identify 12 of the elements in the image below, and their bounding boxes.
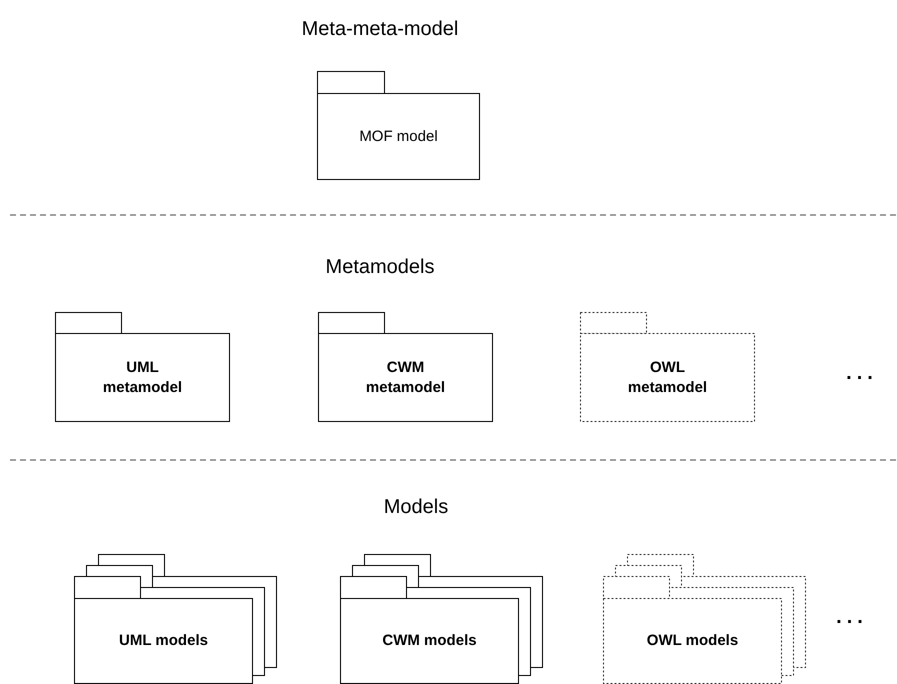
package-name: CWM metamodel	[364, 358, 446, 397]
ellipsis: ...	[836, 606, 868, 629]
ellipsis: ...	[846, 362, 878, 385]
layer-heading: Metamodels	[326, 256, 434, 279]
package-name: CWM models	[382, 631, 477, 651]
package-name: UML models	[119, 631, 208, 651]
package-name: UML metamodel	[102, 358, 184, 397]
layer-heading: Models	[384, 496, 448, 519]
layer-heading: Meta-meta-model	[302, 18, 458, 41]
package-name: OWL models	[646, 631, 738, 651]
package-name: OWL metamodel	[626, 358, 708, 397]
package-name: MOF model	[359, 126, 438, 146]
